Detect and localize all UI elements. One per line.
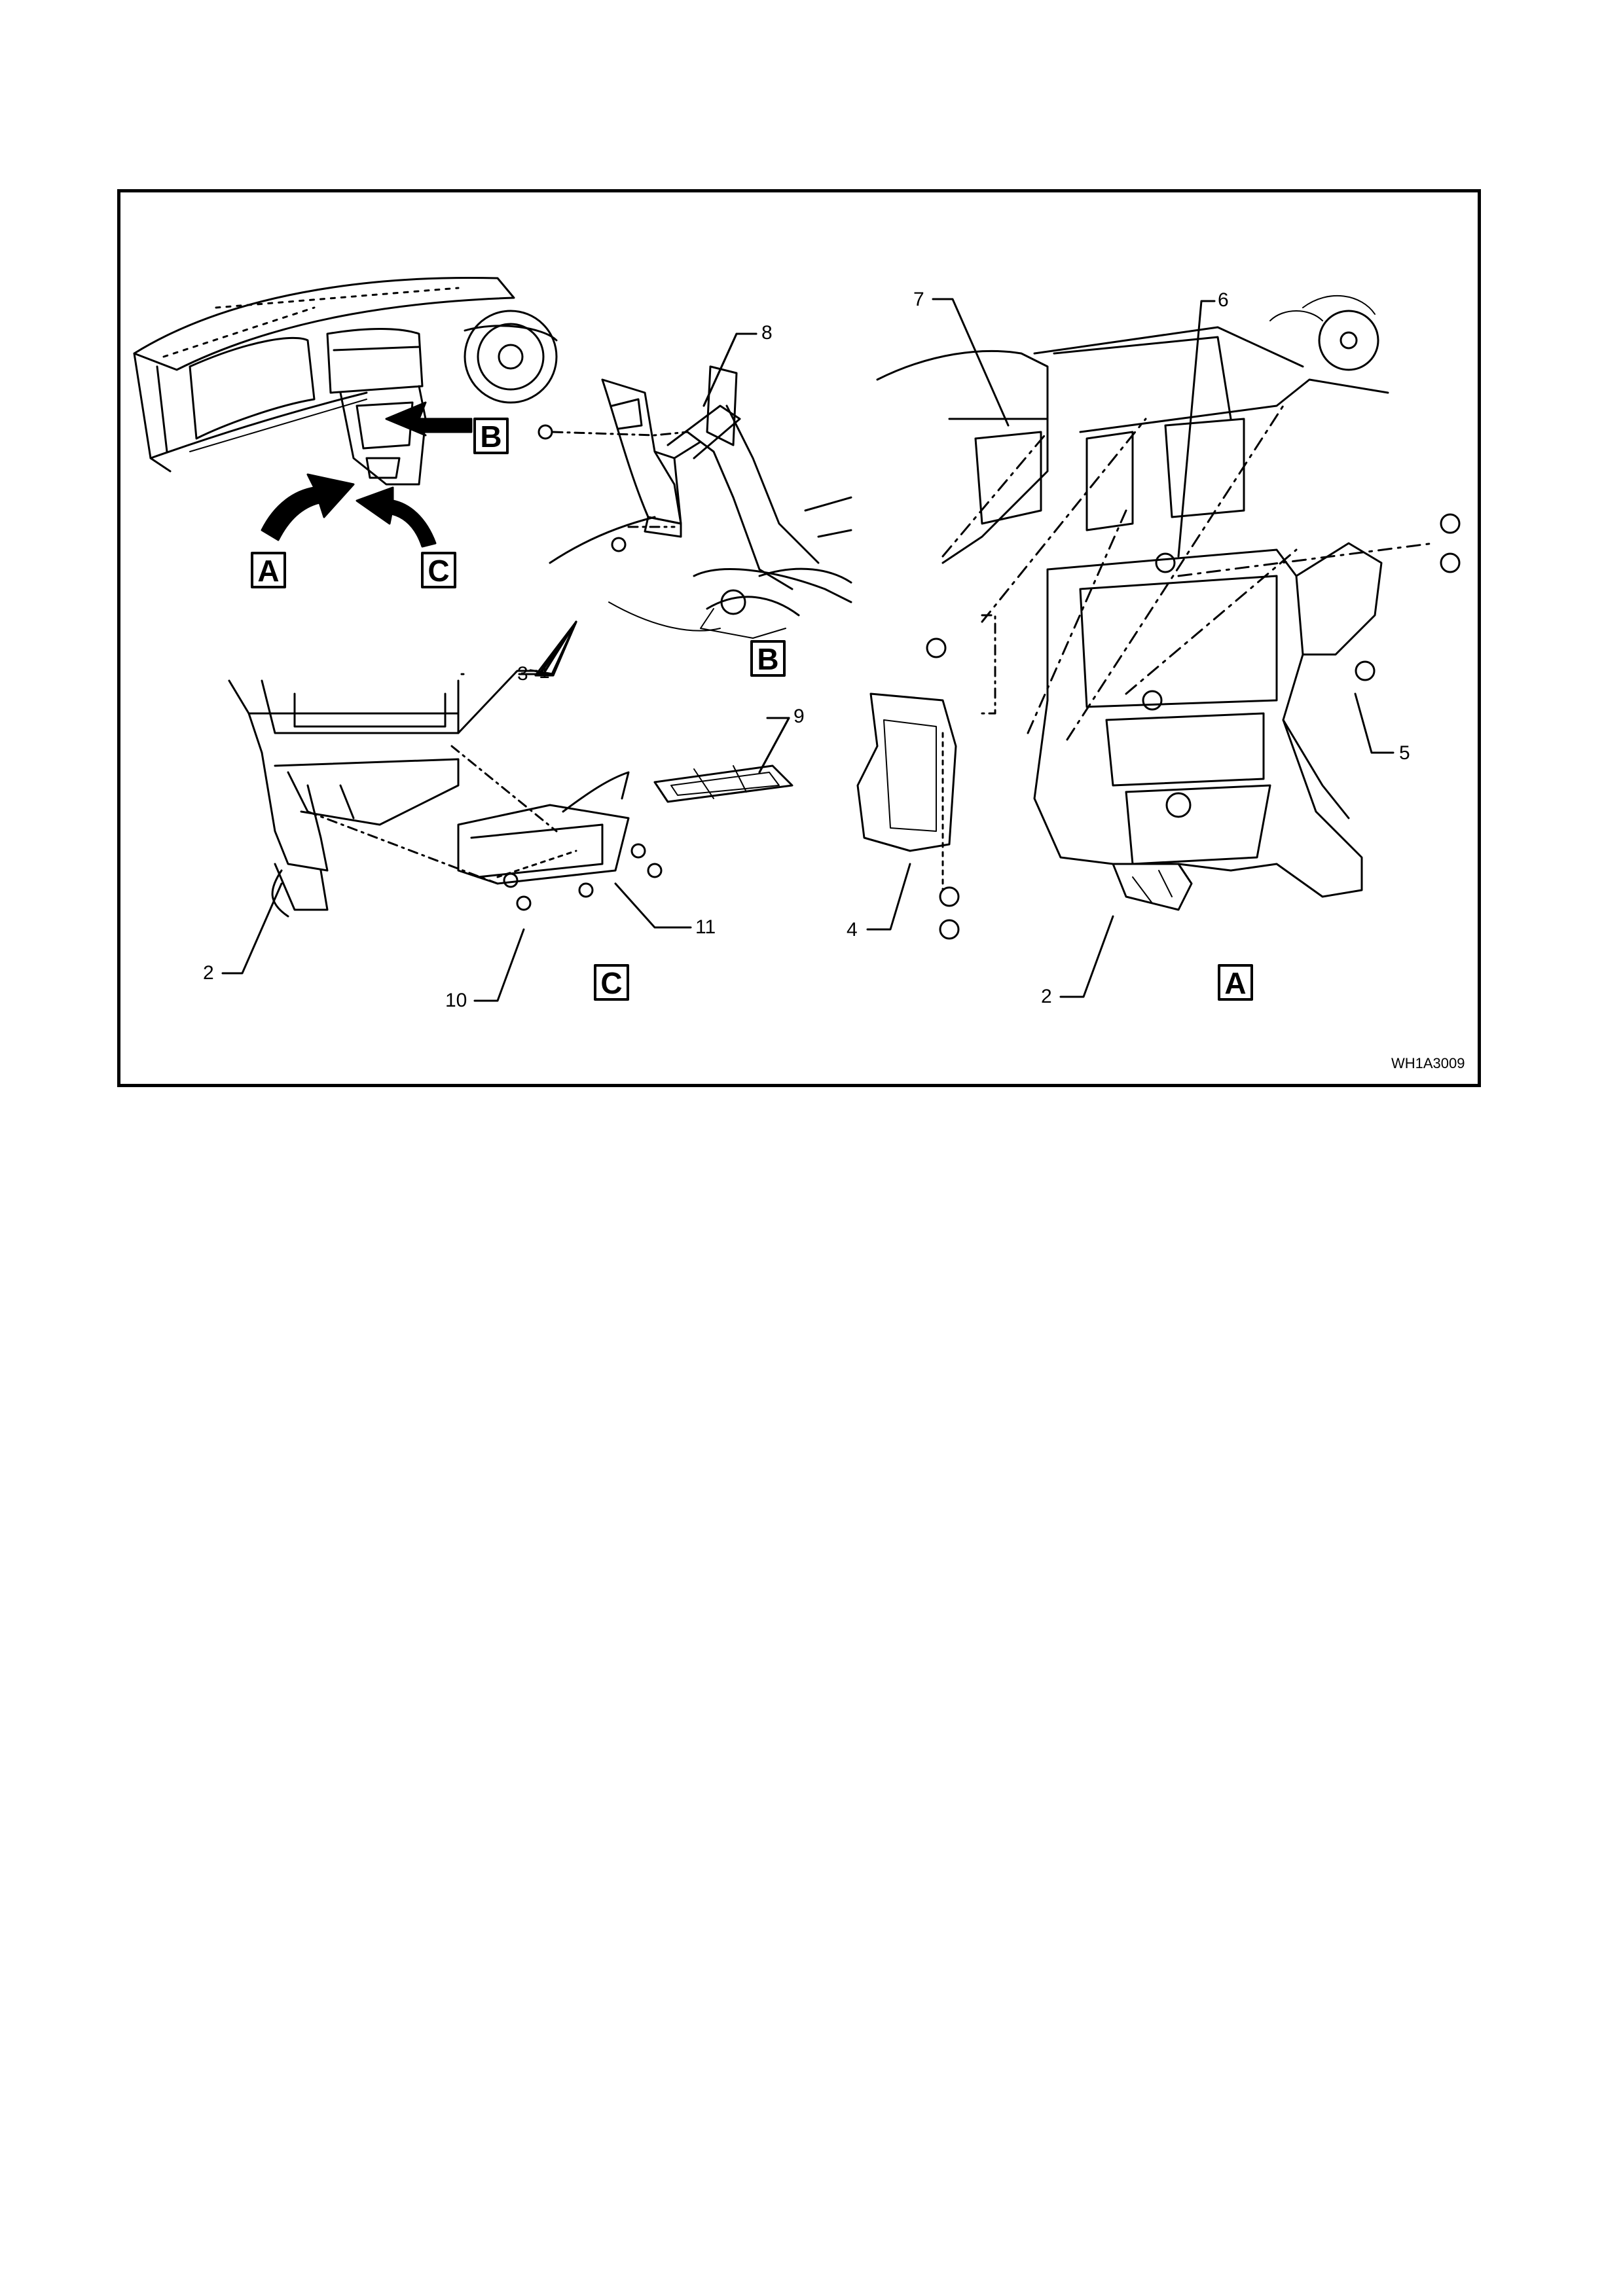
callout-leaders-4 — [462, 673, 695, 675]
svg-text:A: A — [257, 554, 279, 588]
callout-8: 8 — [761, 322, 773, 344]
svg-text:B: B — [757, 642, 778, 676]
svg-text:C: C — [428, 554, 449, 588]
callout-9: 9 — [793, 706, 805, 727]
figure-id: WH1A3009 — [1391, 1055, 1465, 1071]
callout-6: 6 — [1218, 289, 1229, 311]
svg-text:C: C — [600, 966, 622, 1000]
view-label-c: C — [595, 965, 628, 1000]
view-arrows — [262, 403, 471, 547]
callout-4: 4 — [847, 919, 858, 941]
callout-numbers: 1 2 3 4 5 6 7 8 9 10 11 2 — [203, 289, 1410, 1011]
callout-2-view-c: 2 — [203, 962, 214, 984]
view-label-b-overview: B — [475, 419, 507, 454]
view-label-a-overview: A — [252, 553, 285, 588]
callout-3: 3 — [517, 663, 528, 685]
callout-11: 11 — [695, 916, 716, 938]
callout-10: 10 — [445, 990, 467, 1011]
callout-7: 7 — [913, 289, 924, 310]
svg-text:B: B — [480, 420, 501, 454]
callout-2-view-a: 2 — [1041, 986, 1052, 1007]
view-a-drawing — [858, 296, 1459, 939]
view-b-drawing — [539, 367, 851, 638]
callout-5: 5 — [1399, 742, 1410, 764]
view-label-b: B — [752, 641, 784, 676]
view-c-drawing — [229, 681, 792, 916]
view-label-c-overview: C — [422, 553, 455, 588]
view-label-a: A — [1219, 965, 1252, 1000]
svg-text:A: A — [1224, 966, 1246, 1000]
callout-leaders — [516, 334, 789, 772]
callout-1: 1 — [539, 661, 550, 683]
